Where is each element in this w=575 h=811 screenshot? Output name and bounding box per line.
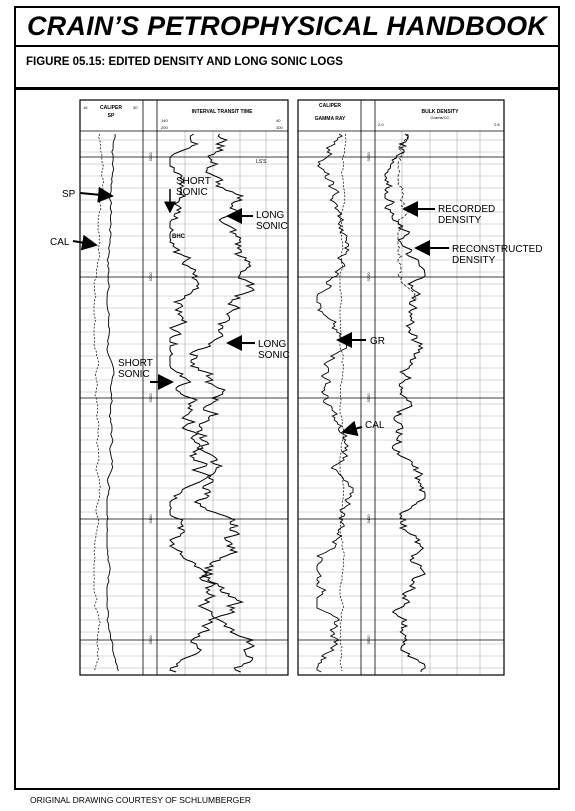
- left-track2-scale-c: 200: [161, 125, 168, 130]
- left-log-panel: CALIPER SP 16 30 INTERVAL TRANSIT TIME 1…: [79, 99, 289, 676]
- depth-tick-label: 3300: [366, 393, 371, 403]
- depth-tick-label: 3300: [148, 393, 153, 403]
- depth-tick-label: 3500: [148, 635, 153, 645]
- right-track2-header: BULK DENSITY: [422, 109, 460, 115]
- depth-tick-label: 3400: [366, 514, 371, 524]
- long-sonic-top-label-1: LONG: [256, 210, 285, 221]
- caliper-curve-right: [339, 133, 347, 672]
- caliper-curve-left: [93, 133, 104, 672]
- left-track2-scale-a: 140: [161, 118, 168, 123]
- long-sonic-mid-label-1: LONG: [258, 339, 287, 350]
- recorded-density-label-1: RECORDED: [438, 204, 495, 215]
- cal-left-arrow: [72, 234, 98, 251]
- right-track2-sub: Grams/CC: [431, 115, 450, 120]
- right-depth-ticks: 3100 3200 3300 3400 3500: [366, 152, 371, 645]
- sp-arrow: [79, 186, 114, 203]
- title-box: CRAIN’S PETROPHYSICAL HANDBOOK: [14, 6, 560, 47]
- lss-label: LS'S: [256, 159, 267, 165]
- right-track1-header: CALIPER: [319, 103, 341, 109]
- left-track1-header: CALIPER: [100, 105, 122, 111]
- left-grid: [80, 131, 288, 675]
- recorded-density-curve: [384, 133, 426, 673]
- depth-tick-label: 3100: [366, 152, 371, 162]
- left-track2-scale-b: 40: [276, 118, 281, 123]
- sp-label: SP: [62, 189, 76, 200]
- gr-label: GR: [370, 336, 385, 347]
- short-sonic-curve: [168, 133, 224, 673]
- cal-left-label: CAL: [50, 237, 70, 248]
- right-track2-scale-left: 2.0: [378, 122, 384, 127]
- figure-title: FIGURE 05.15: EDITED DENSITY AND LONG SO…: [26, 56, 343, 68]
- short-sonic-mid-label-2: SONIC: [118, 369, 150, 380]
- right-track2-scale-right: 2.8: [494, 122, 500, 127]
- depth-tick-label: 3200: [148, 272, 153, 282]
- left-track1-scale-right: 30: [133, 105, 138, 110]
- right-log-panel: CALIPER GAMMA RAY BULK DENSITY Grams/CC …: [297, 99, 505, 676]
- reconstructed-density-curve: [397, 133, 419, 301]
- bhc-label: BHC: [172, 234, 186, 240]
- right-track1-sub: GAMMA RAY: [315, 116, 346, 122]
- annotations: SP CAL SHORT SONIC LONG SONIC BHC LS'S L…: [50, 159, 543, 437]
- short-sonic-mid-label-1: SHORT: [118, 358, 153, 369]
- long-sonic-top-label-2: SONIC: [256, 221, 288, 232]
- short-sonic-top-label-2: SONIC: [176, 187, 208, 198]
- recorded-density-label-2: DENSITY: [438, 215, 482, 226]
- short-sonic-top-label-1: SHORT: [176, 176, 211, 187]
- left-track2-scale-d: 100: [276, 125, 283, 130]
- sp-curve: [106, 133, 119, 672]
- left-track2-header: INTERVAL TRANSIT TIME: [192, 109, 254, 115]
- handbook-title: CRAIN’S PETROPHYSICAL HANDBOOK: [26, 11, 548, 41]
- gamma-ray-curve: [316, 133, 354, 673]
- long-sonic-curve: [188, 133, 256, 673]
- figure-body-box: [14, 88, 560, 790]
- reconstructed-density-label-2: DENSITY: [452, 255, 496, 266]
- depth-tick-label: 3500: [366, 635, 371, 645]
- reconstructed-density-label-1: RECONSTRUCTED: [452, 244, 543, 255]
- long-sonic-mid-label-2: SONIC: [258, 350, 290, 361]
- cal-right-label: CAL: [365, 420, 385, 431]
- depth-tick-label: 3100: [148, 152, 153, 162]
- footer-credit: ORIGINAL DRAWING COURTESY OF SCHLUMBERGE…: [30, 795, 252, 805]
- left-track1-sub: SP: [108, 113, 115, 119]
- right-grid: [298, 131, 504, 675]
- left-depth-ticks: 3100 3200 3300 3400 3500: [148, 152, 153, 645]
- cal-right-arrow: [341, 420, 363, 437]
- depth-tick-label: 3200: [366, 272, 371, 282]
- left-track1-scale-left: 16: [83, 105, 88, 110]
- depth-tick-label: 3400: [148, 514, 153, 524]
